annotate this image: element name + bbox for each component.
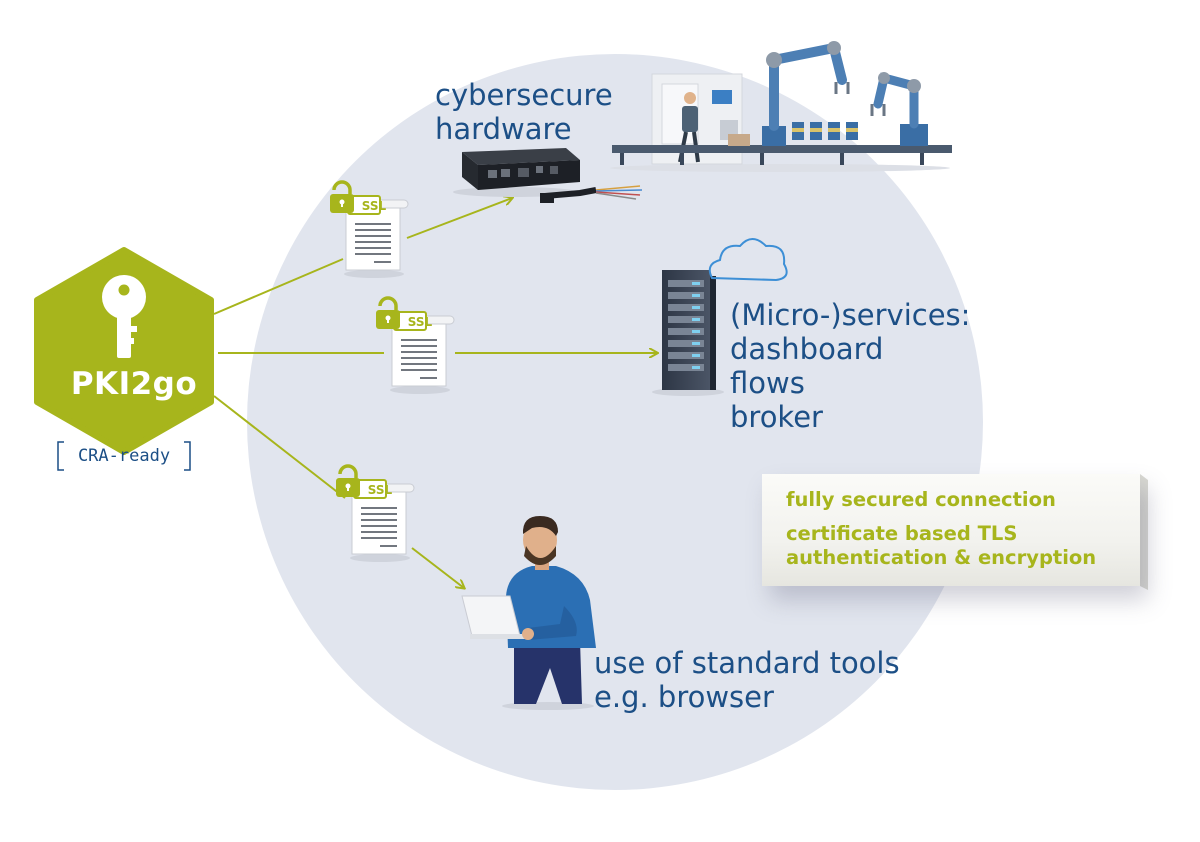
ssl-label-3: SSL	[368, 483, 393, 497]
pki-hub	[34, 247, 214, 455]
callout-line-3: authentication & encryption	[786, 546, 1097, 569]
ssl-label-1: SSL	[362, 199, 387, 213]
callout-fold	[1140, 474, 1148, 590]
ssl-certificate-2	[376, 296, 455, 394]
ssl-certificate-3	[336, 464, 415, 562]
cra-ready-badge: CRA-ready	[77, 446, 171, 466]
services-label: (Micro-)services: dashboard flows broker	[730, 298, 970, 434]
hardware-label-line-1: cybersecure	[435, 78, 613, 112]
arrow-to-hardware	[406, 198, 512, 239]
hardware-device-icon	[453, 148, 643, 203]
ssl-label-2: SSL	[408, 315, 433, 329]
factory-line-illustration	[610, 41, 952, 172]
link-hub-to-cert-3	[213, 395, 346, 499]
services-label-line-3: flows	[730, 366, 805, 400]
tools-label-line-1: use of standard tools	[594, 646, 900, 680]
tools-label-line-2: e.g. browser	[594, 680, 774, 714]
callout-line-1: fully secured connection	[786, 488, 1056, 511]
user-with-laptop-illustration	[461, 516, 596, 710]
network-circle	[247, 54, 983, 790]
arrow-to-user	[411, 547, 464, 588]
hardware-label-line-2: hardware	[435, 112, 572, 146]
services-label-line-4: broker	[730, 400, 823, 434]
tools-label: use of standard tools e.g. browser	[594, 646, 900, 714]
services-label-line-2: dashboard	[730, 332, 884, 366]
link-hub-to-cert-1	[213, 258, 344, 315]
services-label-line-1: (Micro-)services:	[730, 298, 971, 332]
callout-line-2: certificate based TLS	[786, 522, 1018, 545]
cra-bracket	[57, 441, 191, 471]
pki2go-title: PKI2go	[70, 366, 198, 402]
hardware-label: cybersecure hardware	[435, 78, 613, 146]
security-callout: fully secured connection certificate bas…	[762, 474, 1140, 586]
cloud-icon	[708, 238, 788, 282]
key-icon	[102, 275, 146, 358]
ssl-certificate-1	[330, 180, 409, 278]
server-rack-icon	[652, 270, 724, 396]
